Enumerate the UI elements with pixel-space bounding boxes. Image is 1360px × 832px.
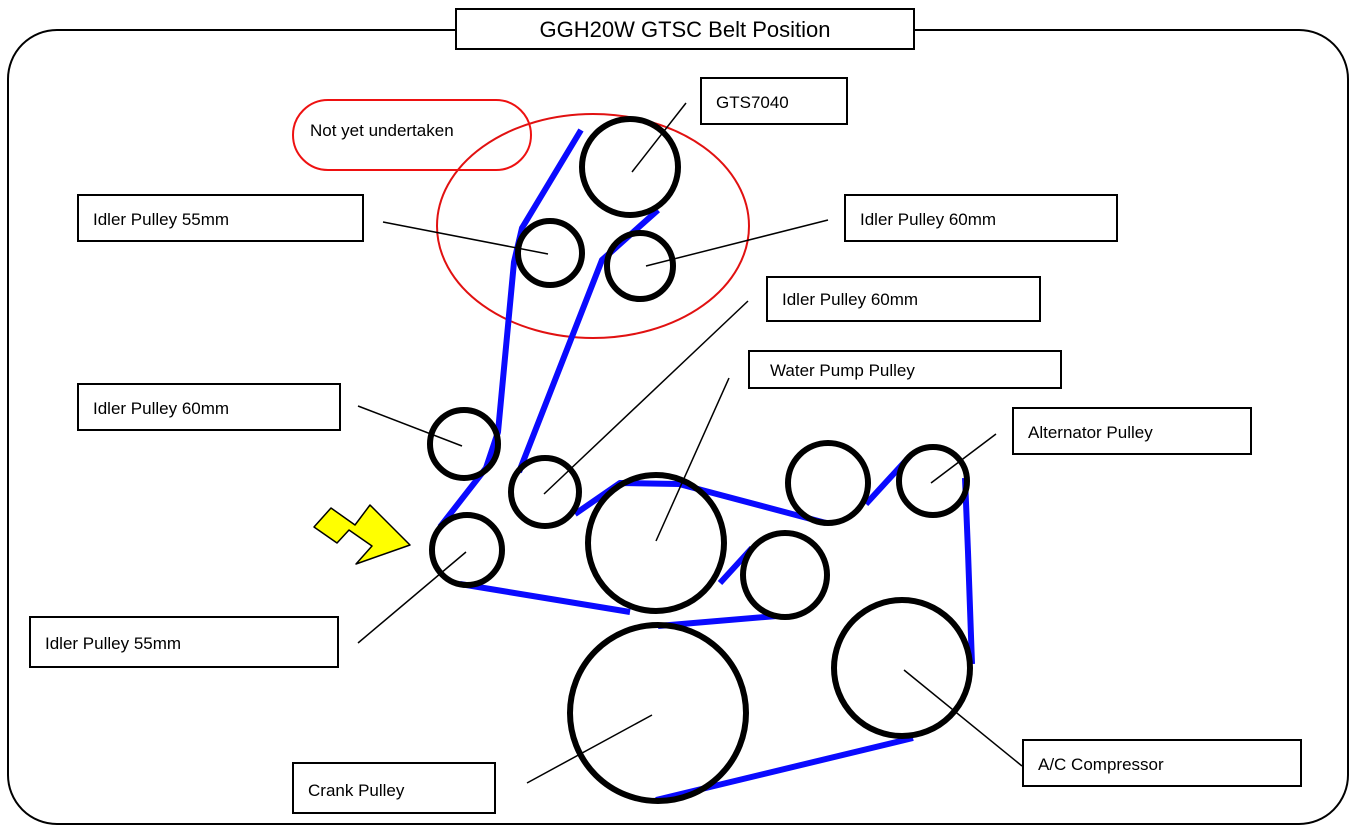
label-gts7040: GTS7040 [700, 77, 848, 125]
yellow-arrow [313, 504, 411, 565]
highlight-ellipse [436, 113, 750, 339]
idler-pulley-right-top [785, 440, 871, 526]
leader-gts7040 [631, 102, 687, 173]
label-idler-60-top-right: Idler Pulley 60mm [844, 194, 1118, 242]
leader-idler60-top-right [645, 219, 829, 267]
label-alternator: Alternator Pulley [1012, 407, 1252, 455]
leader-lines [357, 102, 1023, 784]
gts7040-pulley [579, 116, 681, 218]
crank-pulley [567, 622, 749, 804]
idler-pulley-60-mid [508, 455, 582, 529]
leader-idler55-top [382, 221, 549, 255]
label-water-pump: Water Pump Pulley [748, 350, 1062, 389]
label-crank: Crank Pulley [292, 762, 496, 814]
alternator-pulley [896, 444, 970, 518]
idler-pulley-lower [740, 530, 830, 620]
water-pump-pulley [585, 472, 727, 614]
idler-pulley-55-top [515, 218, 585, 288]
idler-pulley-60-top [604, 230, 676, 302]
pulleys [427, 116, 973, 804]
leader-crank [526, 714, 653, 784]
idler-pulley-55-bottom [429, 512, 505, 588]
belt-segment-inner [516, 207, 660, 474]
label-idler-60-left: Idler Pulley 60mm [77, 383, 341, 431]
status-note: Not yet undertaken [292, 99, 532, 171]
leader-idler60-mid [543, 300, 749, 495]
leader-alternator [930, 433, 997, 484]
idler-pulley-60-left [427, 407, 501, 481]
belt-segment-wp-top [573, 480, 827, 526]
label-idler-55-bottom: Idler Pulley 55mm [29, 616, 339, 668]
belt-segment-left [437, 128, 584, 529]
belt-segment-right [962, 477, 975, 665]
leader-ac-compressor [903, 669, 1023, 767]
ac-compressor-pulley [831, 597, 973, 739]
leader-idler60-left [357, 405, 463, 447]
diagram-title: GGH20W GTSC Belt Position [455, 8, 915, 50]
leader-idler55-bottom [357, 551, 467, 644]
belt-segment-bottom-left [459, 581, 631, 615]
label-idler-55-top: Idler Pulley 55mm [77, 194, 364, 242]
label-idler-60-mid: Idler Pulley 60mm [766, 276, 1041, 322]
label-ac-compressor: A/C Compressor [1022, 739, 1302, 787]
leader-water-pump [655, 377, 730, 542]
